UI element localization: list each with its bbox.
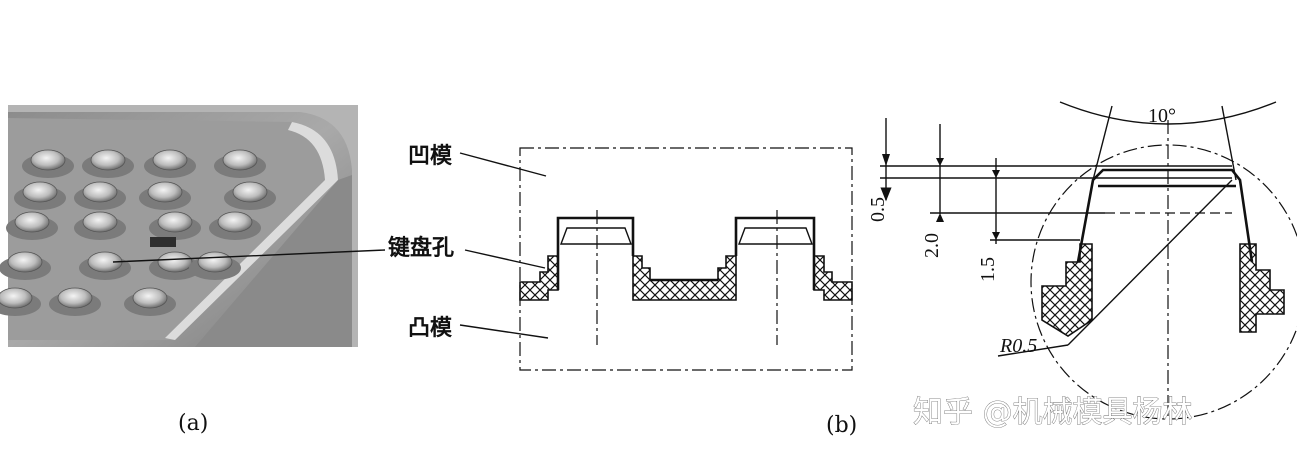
key-cap-left — [559, 227, 633, 245]
dim-0-5: 0.5 — [867, 197, 889, 222]
detail-view: 10° 0.5 2.0 1.5 R0.5 — [867, 101, 1297, 420]
leader-punch — [459, 324, 549, 339]
key-bump — [7, 251, 43, 273]
key-bump — [217, 211, 253, 233]
leader-hole-b — [464, 249, 546, 269]
key-bump — [82, 181, 118, 203]
leader-hole-a — [112, 249, 386, 263]
dim-1-5: 1.5 — [977, 257, 999, 282]
key-dome-right — [734, 216, 816, 290]
key-bump — [132, 287, 168, 309]
key-bump — [90, 149, 126, 171]
angle-arc — [1059, 101, 1277, 125]
keyboard-plate-photo — [0, 105, 358, 347]
key-bump — [232, 181, 268, 203]
radius-label: R0.5 — [999, 335, 1037, 357]
detail-section-right — [1239, 243, 1285, 333]
key-bump — [14, 211, 50, 233]
caption-a: (a) — [178, 411, 208, 436]
label-punch: 凸模 — [408, 316, 453, 341]
dim-2-0: 2.0 — [921, 233, 943, 258]
caption-b: (b) — [826, 413, 857, 438]
key-bumps — [0, 149, 276, 316]
key-bump — [197, 251, 233, 273]
key-bump — [0, 287, 33, 309]
key-bump — [30, 149, 66, 171]
leader-die — [459, 152, 547, 177]
die-section-drawing: 凹模 键盘孔 凸模 — [112, 144, 853, 371]
watermark: 知乎 @机械模具杨林 — [913, 395, 1193, 430]
key-bump — [57, 287, 93, 309]
label-die: 凹模 — [408, 144, 453, 169]
membrane-section — [519, 255, 853, 301]
key-dome-left — [556, 216, 635, 290]
slot-hole — [150, 237, 176, 247]
key-cap-right — [737, 227, 814, 245]
key-bump — [222, 149, 258, 171]
key-bump — [147, 181, 183, 203]
key-bump — [22, 181, 58, 203]
detail-key-profile — [1076, 168, 1254, 263]
key-bump — [82, 211, 118, 233]
detail-section-left — [1041, 243, 1093, 337]
label-keyboard-hole: 键盘孔 — [388, 235, 454, 261]
angle-label: 10° — [1148, 105, 1176, 127]
tool-boundary — [519, 147, 853, 371]
key-bump — [157, 211, 193, 233]
key-bump — [157, 251, 193, 273]
radius-leader — [1067, 179, 1233, 346]
key-bump — [152, 149, 188, 171]
